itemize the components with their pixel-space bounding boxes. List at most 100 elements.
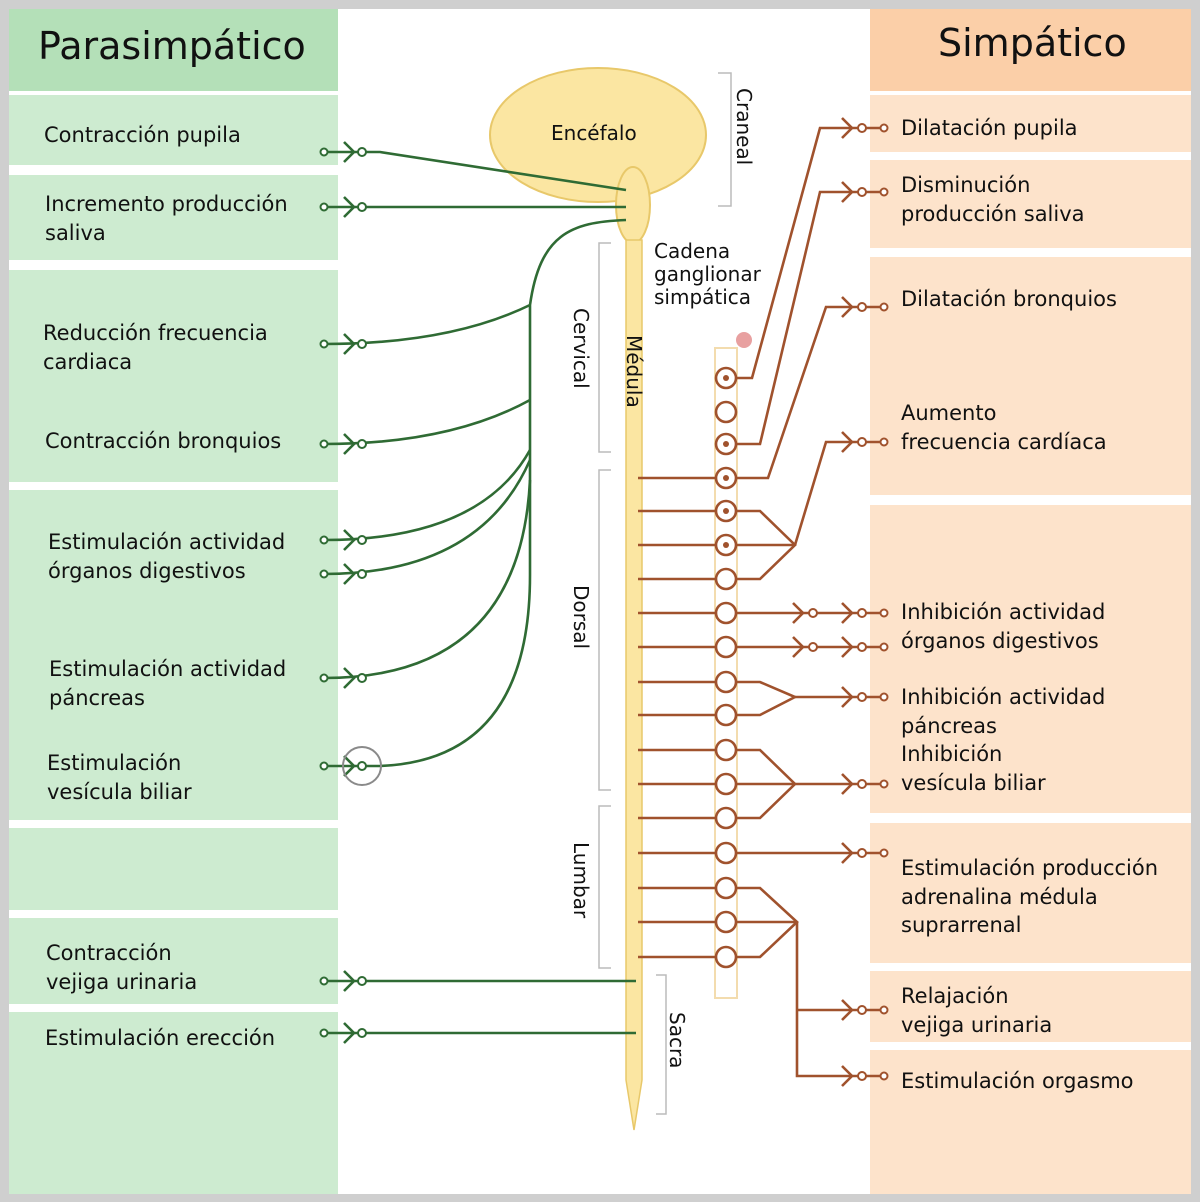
symp-effect-label: Estimulación orgasmo — [901, 1069, 1134, 1093]
parasympathetic-title: Parasimpático — [38, 24, 306, 68]
para-effect-label: páncreas — [49, 686, 145, 710]
central-nervous-system: Encéfalo Cadena ganglionar simpática Méd… — [489, 67, 762, 1131]
segment-lumbar: Lumbar — [569, 842, 593, 919]
synapse-icon — [841, 999, 889, 1021]
symp-effect-label: frecuencia cardíaca — [901, 430, 1107, 454]
parasympathetic-panel — [9, 9, 338, 1194]
effector-terminal — [319, 535, 329, 545]
ganglion-icon — [714, 772, 738, 796]
symp-effect-label: Inhibición actividad — [901, 685, 1105, 709]
symp-effect-label: Inhibición — [901, 742, 1002, 766]
synapse-icon — [343, 667, 367, 689]
ganglion-icon — [714, 841, 738, 865]
symp-effect-label: producción saliva — [901, 202, 1085, 226]
para-effect-label: Incremento producción — [45, 192, 288, 216]
para-effect-label: vejiga urinaria — [46, 970, 197, 994]
symp-effect-label: Estimulación producción — [901, 856, 1158, 880]
effector-terminal — [319, 1028, 329, 1038]
ganglion-icon — [714, 400, 738, 424]
para-effect-label: Contracción bronquios — [45, 429, 281, 453]
symp-effect-label: Aumento — [901, 401, 996, 425]
sympathetic-panel — [338, 9, 1191, 1194]
symp-effect-label: Dilatación bronquios — [901, 287, 1117, 311]
synapse-icon — [841, 181, 889, 203]
chain-label-1: Cadena — [654, 239, 730, 263]
symp-effect-label: Inhibición actividad — [901, 600, 1105, 624]
effector-terminal — [319, 339, 329, 349]
synapse-icon — [343, 433, 367, 455]
cord-label: Médula — [622, 335, 646, 408]
brain-label: Encéfalo — [551, 121, 637, 145]
marker-dot — [736, 332, 752, 348]
synapse-icon — [343, 141, 367, 163]
para-effect-label: Estimulación erección — [45, 1026, 275, 1050]
para-effect-label: Contracción — [46, 941, 172, 965]
ganglion-icon — [714, 670, 738, 694]
para-effect-label: cardiaca — [43, 350, 132, 374]
sympathetic-effects: Dilatación pupila Disminución producción… — [901, 116, 1158, 1093]
symp-effect-label: Dilatación pupila — [901, 116, 1078, 140]
synapse-icon — [343, 196, 367, 218]
segment-craneal: Craneal — [732, 88, 756, 165]
sympathetic-title: Simpático — [938, 21, 1127, 65]
effector-terminal — [319, 673, 329, 683]
symp-effect-label: vesícula biliar — [901, 771, 1046, 795]
ganglion-icon — [714, 945, 738, 969]
synapse-icon — [841, 431, 889, 453]
ganglion-icon — [714, 601, 738, 625]
ganglion-icon — [714, 910, 738, 934]
parasympathetic-synapses — [319, 141, 382, 1044]
ganglion-icon — [714, 635, 738, 659]
synapse-icon — [841, 1065, 889, 1087]
synapse-icon — [792, 636, 818, 658]
synapse-icon — [343, 529, 367, 551]
synapse-icon — [841, 686, 889, 708]
segment-cervical: Cervical — [569, 308, 593, 389]
para-effect-label: Estimulación — [47, 751, 181, 775]
symp-effect-label: órganos digestivos — [901, 629, 1099, 653]
sympathetic-synapses — [792, 117, 889, 1087]
ganglion-icon — [714, 432, 738, 456]
para-effect-label: órganos digestivos — [48, 559, 246, 583]
ganglion-icon — [714, 806, 738, 830]
para-effect-label: saliva — [45, 221, 106, 245]
sympathetic-ganglia — [714, 366, 738, 969]
symp-effect-label: páncreas — [901, 714, 997, 738]
synapse-icon — [343, 1022, 367, 1044]
para-effect-label: Estimulación actividad — [48, 530, 285, 554]
synapse-icon — [343, 970, 367, 992]
segment-sacra: Sacra — [665, 1012, 689, 1068]
ganglion-icon — [714, 533, 738, 557]
synapse-icon — [841, 842, 889, 864]
spinal-cord — [625, 239, 643, 1131]
brainstem-shape — [615, 166, 651, 244]
para-effect-label: Contracción pupila — [44, 123, 241, 147]
parasympathetic-header — [9, 9, 338, 91]
synapse-icon — [841, 296, 889, 318]
symp-effect-label: Relajación — [901, 984, 1009, 1008]
ganglion-icon — [714, 738, 738, 762]
parasympathetic-effects: Contracción pupila Incremento producción… — [43, 123, 288, 1050]
highlight-circle — [342, 746, 382, 786]
effector-terminal — [319, 202, 329, 212]
synapse-icon — [841, 636, 889, 658]
effector-terminal — [319, 761, 329, 771]
ganglion-icon — [714, 366, 738, 390]
symp-effect-label: vejiga urinaria — [901, 1013, 1052, 1037]
ganglion-icon — [714, 703, 738, 727]
para-effect-label: vesícula biliar — [47, 780, 192, 804]
segment-dorsal: Dorsal — [569, 585, 593, 649]
ganglion-icon — [714, 466, 738, 490]
brain-shape — [489, 67, 707, 203]
symp-effect-label: Disminución — [901, 173, 1030, 197]
synapse-icon — [841, 117, 889, 139]
chain-label-2: ganglionar — [654, 262, 762, 286]
para-effect-label: Estimulación actividad — [49, 657, 286, 681]
effector-terminal — [319, 569, 329, 579]
para-effect-label: Reducción frecuencia — [43, 321, 268, 345]
sympathetic-chain-bar — [714, 347, 738, 999]
ganglion-icon — [714, 876, 738, 900]
synapse-icon — [343, 755, 367, 777]
synapse-icon — [841, 773, 889, 795]
